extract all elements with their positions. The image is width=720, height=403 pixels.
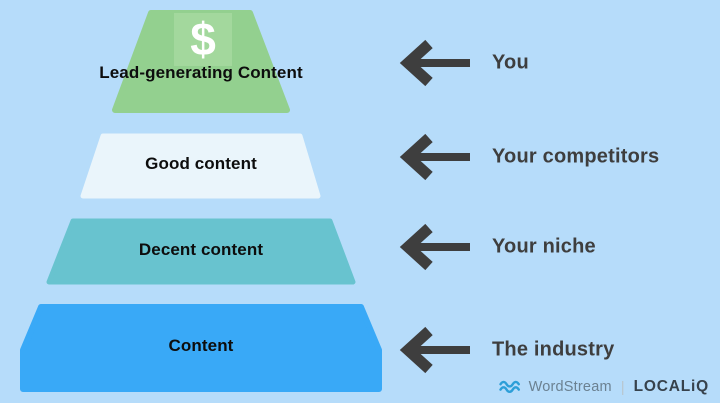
annotation-your-competitors: Your competitors (492, 145, 660, 168)
arrow-shaft (413, 346, 470, 354)
wave-stroke (498, 386, 520, 394)
footer-brand-bar: WordStream | LOCALiQ (498, 377, 709, 397)
annotation-the-industry: The industry (492, 338, 615, 361)
dollar-icon: $ (190, 13, 216, 65)
pyramid-level-3-shape (46, 218, 356, 285)
left-arrow-icon (399, 223, 470, 271)
arrow-shaft (413, 153, 470, 161)
left-arrow-icon (399, 133, 470, 181)
arrow-head (399, 39, 433, 87)
annotation-your-niche: Your niche (492, 235, 596, 258)
level-4-label: Content (168, 336, 234, 355)
wordstream-wave-icon (498, 380, 520, 394)
pyramid-level-2-shape (80, 133, 321, 199)
localiq-logo-text: LOCALiQ (633, 378, 709, 395)
level-2-label: Good content (145, 154, 257, 173)
arrow-shaft (413, 243, 470, 251)
arrow-head (399, 223, 433, 271)
pyramid-level-4-shape (20, 304, 382, 392)
left-arrow-icon (399, 326, 470, 374)
wave-stroke (498, 380, 520, 388)
annotation-you: You (492, 51, 529, 74)
arrow-shaft (413, 59, 470, 67)
level-3-label: Decent content (138, 240, 264, 259)
wordstream-logo-text: WordStream (528, 379, 612, 395)
footer-divider: | (620, 378, 625, 396)
level-1-label: Lead-generating Content (99, 63, 303, 82)
arrow-head (399, 133, 433, 181)
arrow-head (399, 326, 433, 374)
dollar-badge-background (174, 13, 232, 66)
left-arrow-icon (399, 39, 470, 87)
